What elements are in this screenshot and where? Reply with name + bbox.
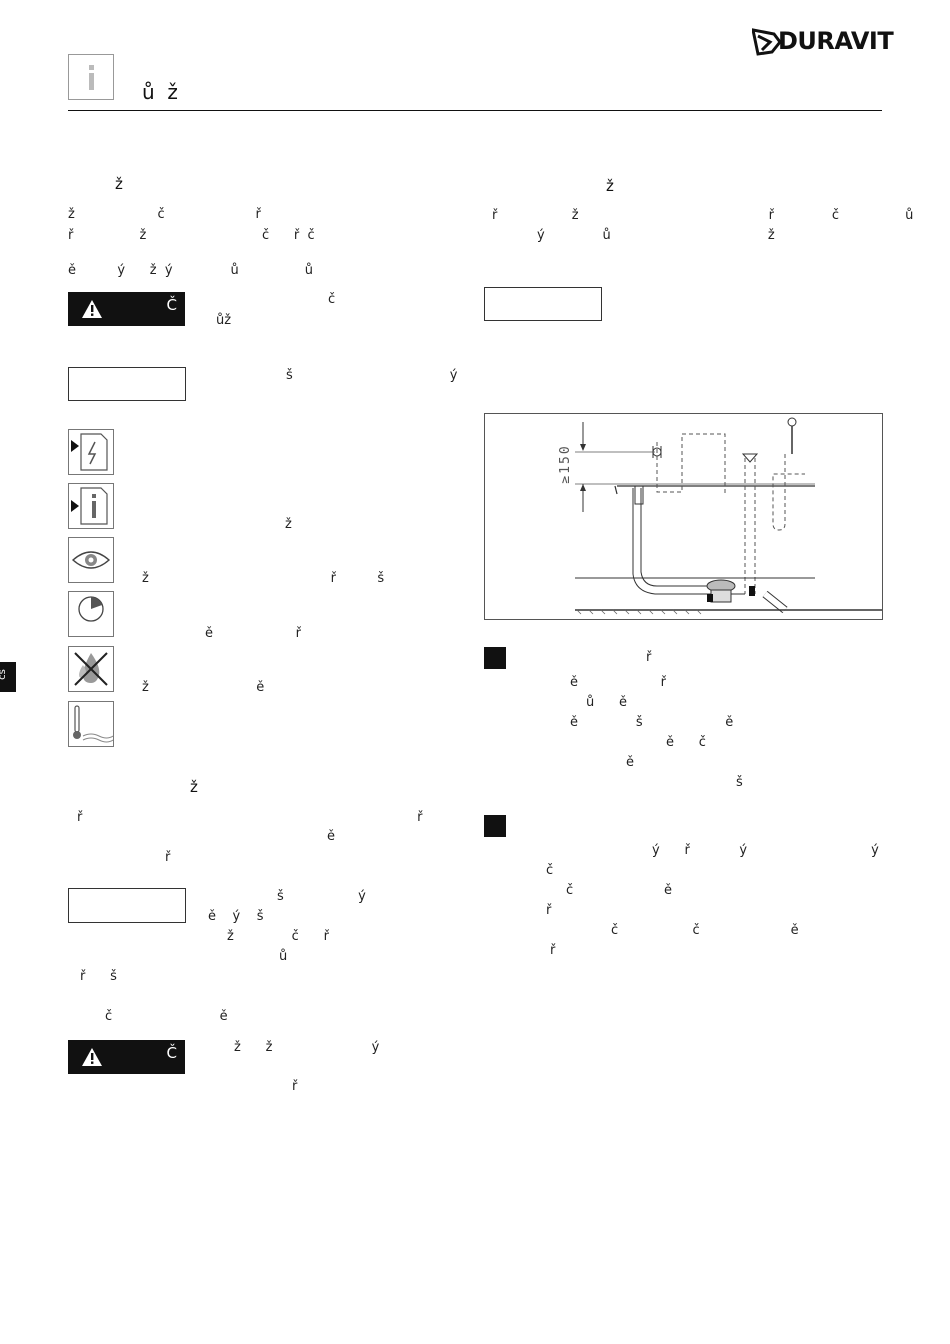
installation-diagram: ≥150 <box>484 413 883 620</box>
electric-document-icon <box>68 429 114 475</box>
left-para-3-line-1: ř ř <box>77 810 423 825</box>
no-water-icon <box>68 646 114 692</box>
left-para-3-line-2: ě <box>327 829 335 844</box>
step-1-line-5: ě č <box>666 735 706 750</box>
warning-label: Č <box>166 296 177 314</box>
step-1-line-1: ř <box>646 650 652 665</box>
language-tab: cs <box>0 662 16 692</box>
step-1-line-2: ě ř <box>570 675 666 690</box>
info-document-icon <box>68 483 114 529</box>
left-para-1-line-2: ř ž č ř č <box>68 228 315 243</box>
warning-2-text-line-2: ř <box>292 1079 298 1094</box>
duravit-logo: DURAVIT <box>752 27 894 58</box>
note-box-1 <box>68 367 186 401</box>
page-title: ů ž <box>142 80 178 104</box>
note-1-text: š ý <box>286 368 458 383</box>
dimension-label: ≥150 <box>558 444 573 483</box>
note-box-2 <box>68 888 186 923</box>
right-heading: ž <box>606 177 614 195</box>
left-para-3-line-3: ř <box>165 850 171 865</box>
note-2-text-line-4: ů <box>279 949 288 964</box>
left-para-4: ř š <box>80 969 117 984</box>
warning-2-label: Č <box>166 1044 177 1062</box>
step-1-marker <box>484 647 506 669</box>
right-para-1-line-2: ý ů ž <box>537 228 775 243</box>
thermometer-icon <box>68 701 114 747</box>
left-heading-1: ž <box>115 175 123 193</box>
step-1-line-7: š <box>736 775 743 790</box>
note-2-text-line-1: š ý <box>277 889 366 904</box>
left-para-1-line-1: ž č ř <box>68 207 261 222</box>
warning-triangle-icon <box>82 300 102 318</box>
right-para-1-line-1: ř ž ř č ů <box>492 208 914 223</box>
step-1-line-3: ů ě <box>586 695 628 710</box>
step-1-line-4: ě š ě <box>570 715 734 730</box>
right-note-box <box>484 287 602 321</box>
duravit-logo-mark-icon <box>752 28 782 56</box>
warning-badge-2: Č <box>68 1040 185 1074</box>
eye-icon <box>68 537 114 583</box>
note-2-text-line-2: ě ý š <box>208 909 264 924</box>
icon-3-text: ž ř š <box>142 571 385 586</box>
bathtub-drain-diagram: ≥150 <box>558 417 882 615</box>
warning-1-text-line-2: ůž <box>216 313 232 328</box>
warning-1-text-line-1: č <box>328 292 336 307</box>
icon-5-text: ž ě <box>142 680 265 695</box>
left-heading-2: ž <box>190 778 198 796</box>
brand-name: DURAVIT <box>778 27 894 55</box>
note-2-text-line-3: ž č ř <box>227 929 329 944</box>
info-icon-large <box>68 54 114 100</box>
icon-2-text: ž <box>285 517 292 532</box>
step-1-line-6: ě <box>626 755 634 770</box>
left-para-2: ě ý ž ý ů ů <box>68 263 314 278</box>
left-para-5: č ě <box>105 1009 228 1024</box>
warning-triangle-icon-2 <box>82 1048 102 1066</box>
step-2-line-6: ř <box>550 943 556 958</box>
warning-badge-1: Č <box>68 292 185 326</box>
timer-icon <box>68 591 114 637</box>
step-2-marker <box>484 815 506 837</box>
language-tab-label: cs <box>0 669 8 680</box>
step-2-line-4: ř <box>546 903 552 918</box>
icon-4-text: ě ř <box>205 626 301 641</box>
warning-2-text-line-1: ž ž ý <box>234 1040 380 1055</box>
header-divider <box>68 110 882 111</box>
step-2-line-1: ý ř ý ý <box>652 843 879 858</box>
step-2-line-2: č <box>546 863 554 878</box>
step-2-line-3: č ě <box>566 883 673 898</box>
step-2-line-5: č č ě <box>611 923 799 938</box>
